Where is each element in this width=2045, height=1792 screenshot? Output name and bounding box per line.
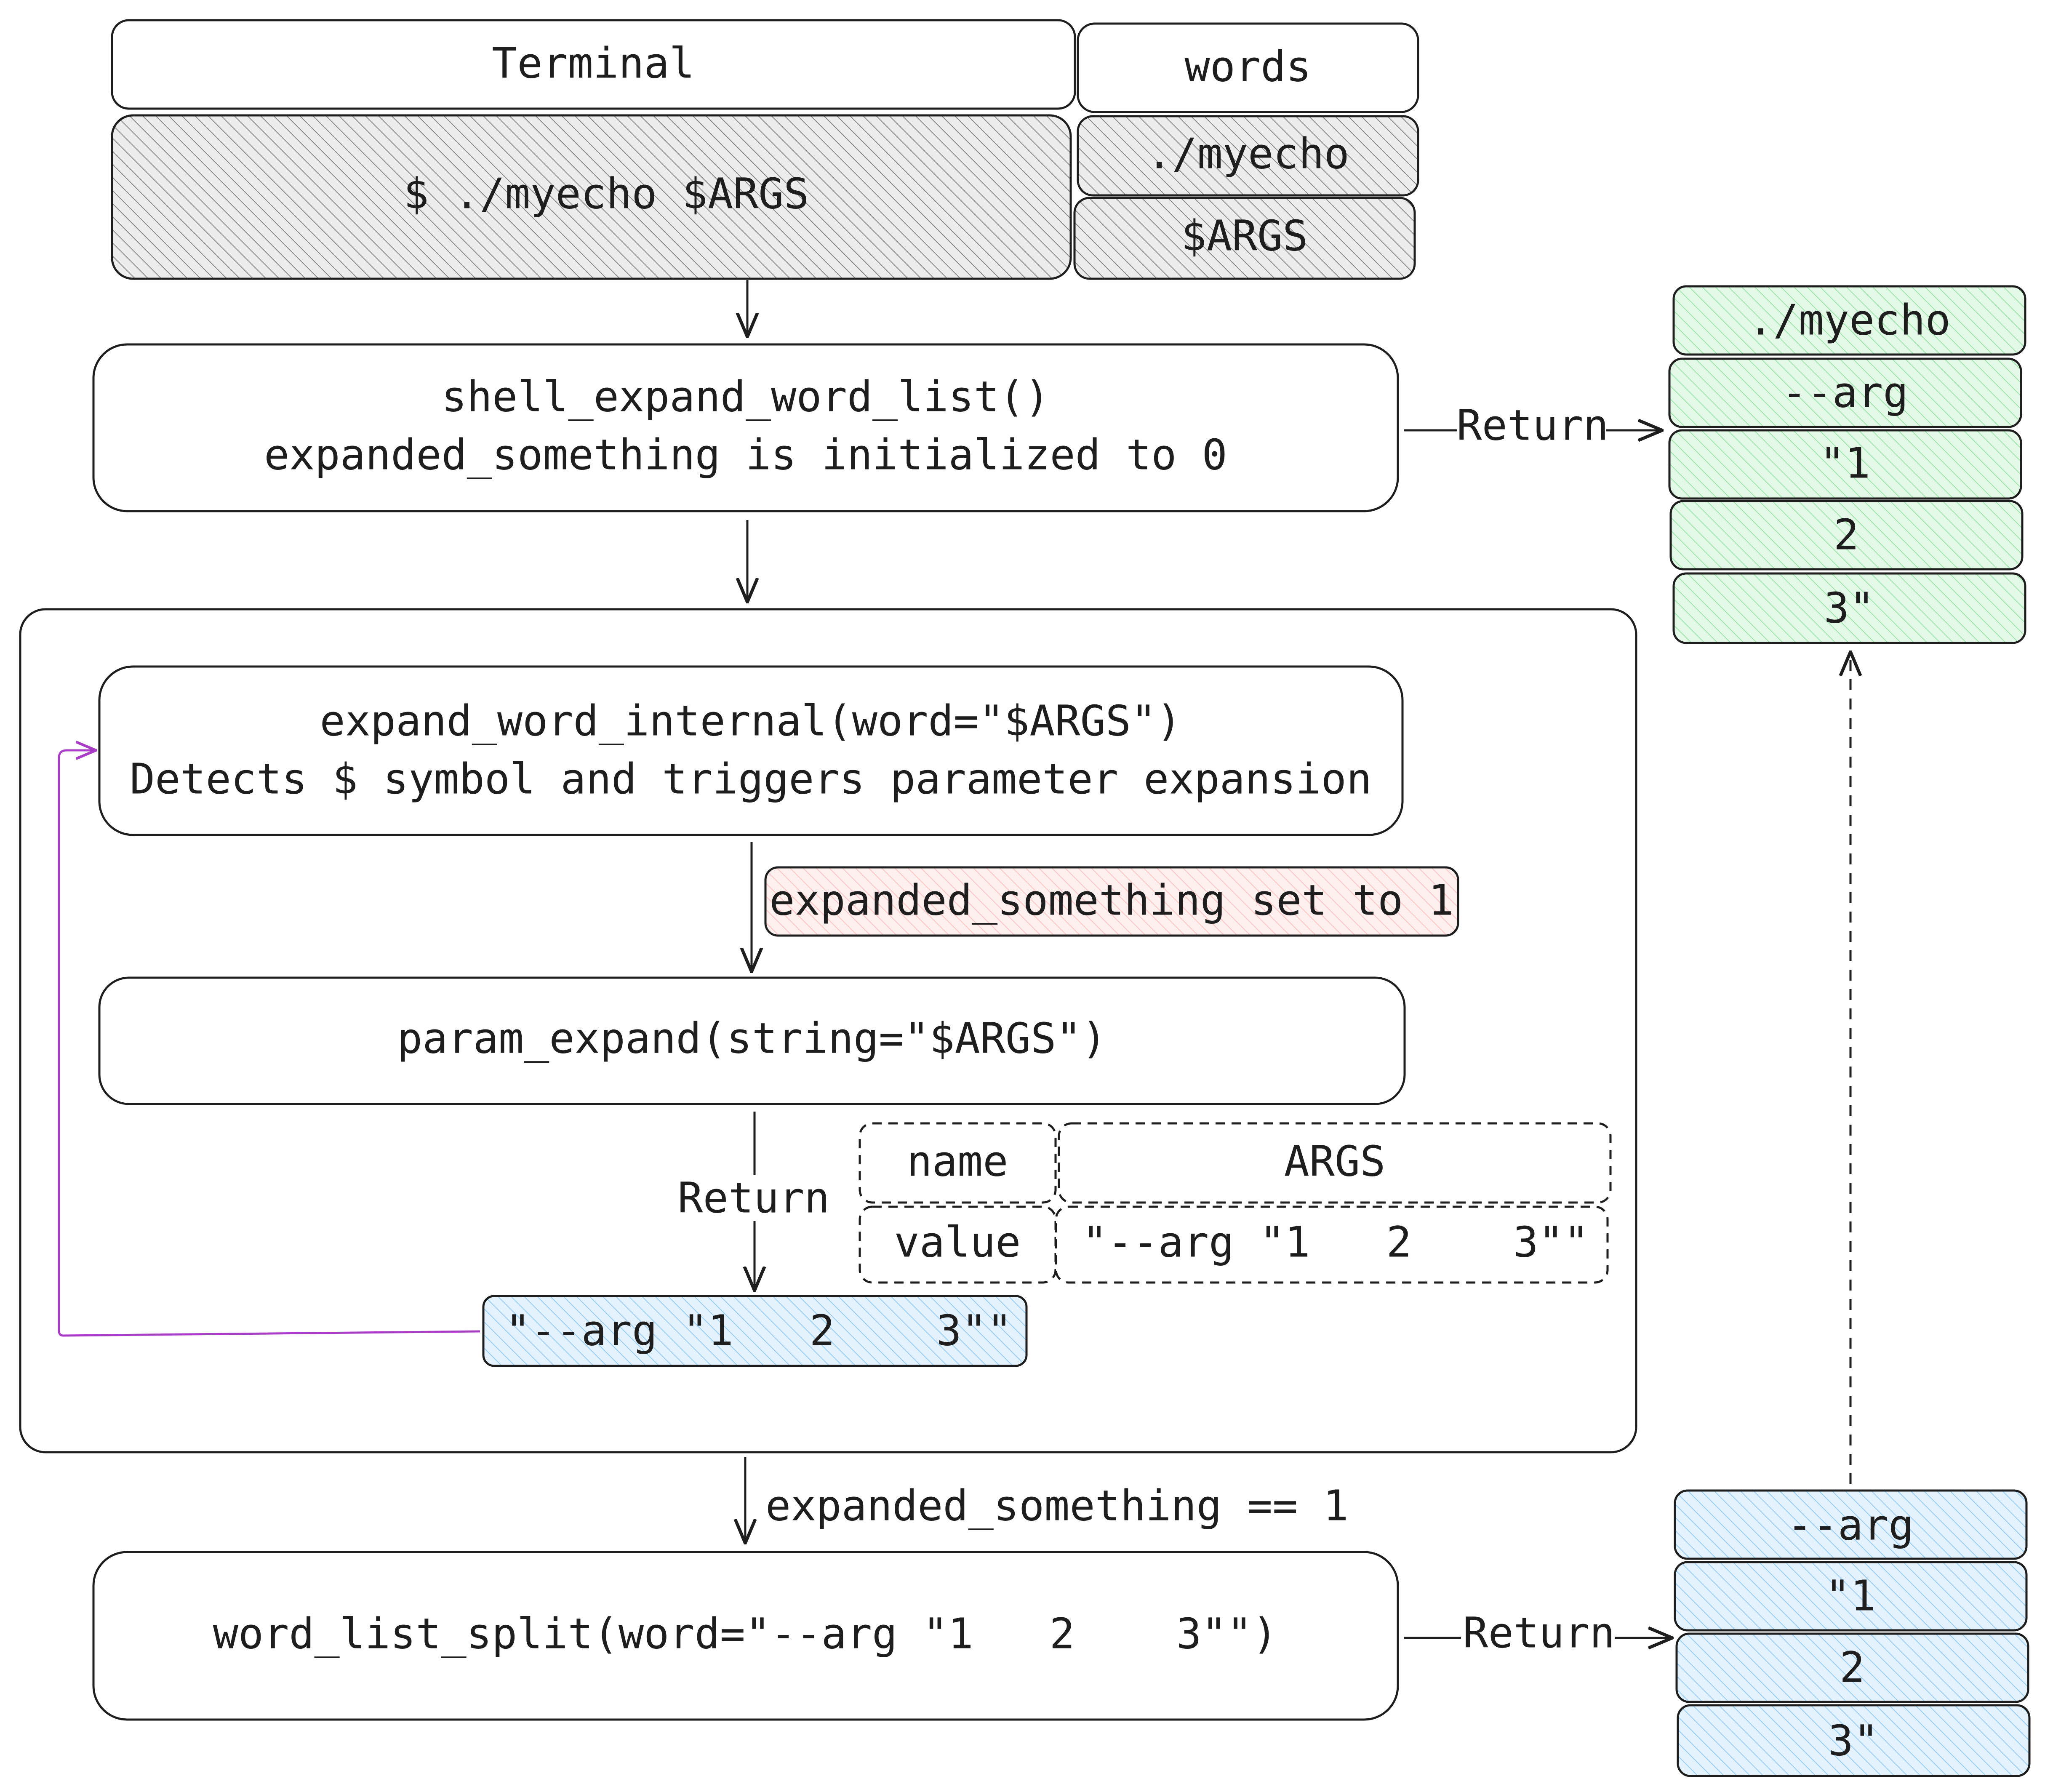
shell-expand-note: expanded_something is initialized to 0	[264, 430, 1227, 480]
param-expand-box	[98, 976, 1406, 1105]
words-header-box	[1077, 22, 1419, 113]
return-label-bg	[674, 1175, 834, 1221]
final-word: 2	[1834, 510, 1859, 560]
split-word-box	[1675, 1632, 2029, 1703]
variable-value-label: value	[894, 1218, 1021, 1267]
param-result: "--arg "1 2 3""	[482, 1295, 1028, 1367]
expand-word-internal-function: expand_word_internal(word="$ARGS")	[320, 696, 1182, 746]
param-expand-node: param_expand(string="$ARGS")	[98, 976, 1406, 1105]
expand-word-internal-node: expand_word_internal(word="$ARGS") Detec…	[98, 665, 1404, 836]
final-word-box	[1672, 285, 2026, 356]
return-label: Return	[1456, 401, 1608, 450]
word-list-split-function: word_list_split(word="--arg "1 2 3"")	[213, 1609, 1278, 1659]
terminal-command-box	[111, 114, 1072, 280]
split-word: 3"	[1828, 1716, 1879, 1765]
split-word-list: --arg "1 2 3"	[1674, 1489, 2031, 1777]
shell-expand-box	[92, 343, 1399, 512]
terminal-panel: Terminal $ ./myecho $ARGS	[111, 19, 1076, 280]
final-word-box	[1669, 500, 2024, 571]
split-word-box	[1674, 1561, 2028, 1632]
variable-name-label: name	[907, 1137, 1008, 1186]
terminal-title: Terminal	[492, 39, 695, 88]
param-result-text: "--arg "1 2 3""	[505, 1306, 1012, 1355]
final-word: --arg	[1781, 368, 1908, 417]
recursion-loop-arrow	[58, 750, 480, 1337]
final-word-box	[1672, 572, 2026, 644]
return-label: Return	[1463, 1608, 1615, 1658]
expand-word-internal-note: Detects $ symbol and triggers parameter …	[130, 755, 1372, 804]
final-word-list: ./myecho --arg "1 2 3"	[1668, 285, 2026, 644]
word-list-split-node: word_list_split(word="--arg "1 2 3"")	[92, 1551, 1399, 1721]
shell-expand-function: shell_expand_word_list()	[442, 372, 1050, 421]
variable-value-value-cell	[1055, 1205, 1609, 1284]
terminal-title-box	[111, 19, 1076, 110]
return-label: Return	[677, 1173, 829, 1223]
words-item-box	[1077, 115, 1419, 197]
flag-note-text: expanded_something set to 1	[769, 876, 1454, 925]
split-word: "1	[1825, 1571, 1876, 1621]
final-word: ./myecho	[1748, 296, 1951, 345]
flag-note-box	[764, 866, 1459, 937]
final-word: 3"	[1824, 584, 1874, 633]
split-word-box	[1674, 1489, 2028, 1560]
words-item: $ARGS	[1181, 211, 1308, 261]
word-list-split-box	[92, 1551, 1399, 1721]
variable-table: name ARGS value "--arg "1 2 3""	[859, 1122, 1612, 1284]
variable-name-label-cell	[859, 1122, 1057, 1204]
split-word: 2	[1840, 1643, 1865, 1692]
terminal-command: $ ./myecho $ARGS	[403, 169, 809, 219]
words-item: ./myecho	[1146, 129, 1349, 179]
param-expand-function: param_expand(string="$ARGS")	[397, 1014, 1107, 1063]
words-list: words ./myecho $ARGS	[1073, 22, 1419, 280]
variable-name-value-cell	[1058, 1122, 1612, 1204]
words-item-box	[1073, 197, 1416, 280]
final-word: "1	[1820, 439, 1870, 488]
variable-value-value: "--arg "1 2 3""	[1082, 1218, 1589, 1267]
variable-name-value: ARGS	[1284, 1137, 1386, 1186]
final-word-box	[1668, 429, 2022, 500]
split-word-box	[1677, 1704, 2031, 1777]
flag-note: expanded_something set to 1	[764, 866, 1459, 937]
param-result-box	[482, 1295, 1028, 1367]
final-word-box	[1668, 357, 2022, 428]
words-header: words	[1184, 42, 1311, 91]
split-word: --arg	[1787, 1501, 1914, 1550]
expand-word-internal-box	[98, 665, 1404, 836]
shell-expand-node: shell_expand_word_list() expanded_someth…	[92, 343, 1399, 512]
condition-label: expanded_something == 1	[765, 1481, 1349, 1531]
